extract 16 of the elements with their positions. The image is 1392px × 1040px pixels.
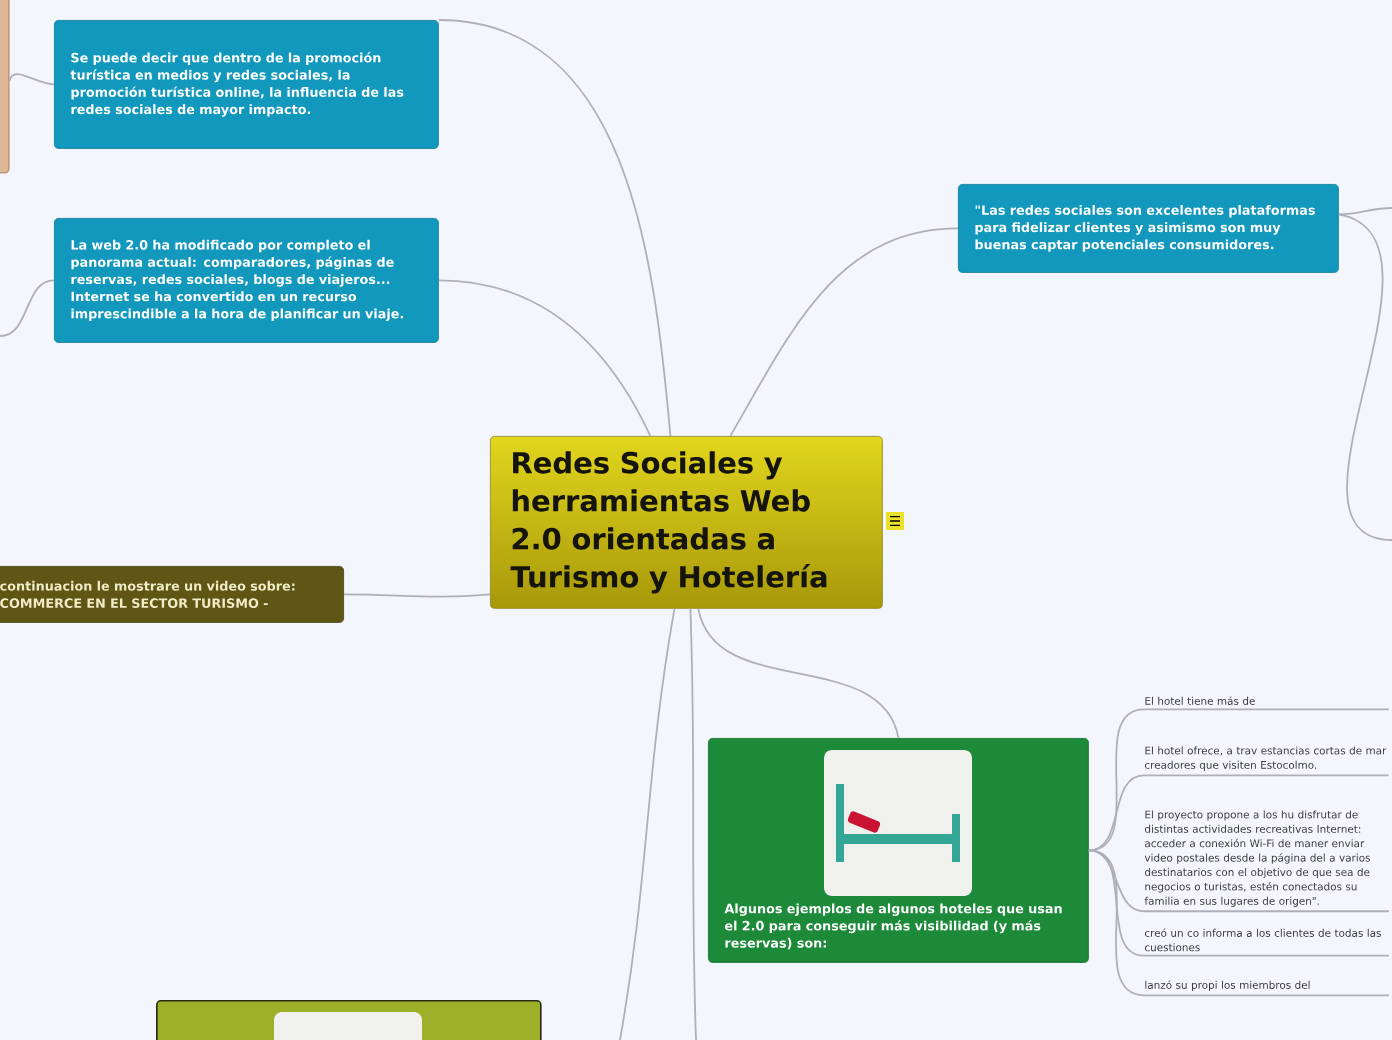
connector-line: [1087, 774, 1145, 852]
connector-line: [1087, 849, 1145, 997]
connector-line: [437, 279, 652, 437]
connector-line: [1337, 207, 1392, 216]
connector-line: [1087, 849, 1145, 913]
connector-line: [8, 73, 55, 86]
connector-line: [1337, 213, 1392, 541]
central-topic-box: Redes Sociales y herramientas Web 2.0 orientadas a Turismo y Hotelería: [490, 436, 883, 609]
connector-line: [729, 227, 959, 437]
connector-line: [619, 607, 676, 1040]
connector-line: [343, 593, 491, 598]
connector-line: [0, 279, 55, 337]
connector-line: [689, 607, 697, 1040]
connector-line: [437, 19, 672, 437]
topic-box: [0, 0, 10, 174]
connector-line: [697, 607, 900, 739]
